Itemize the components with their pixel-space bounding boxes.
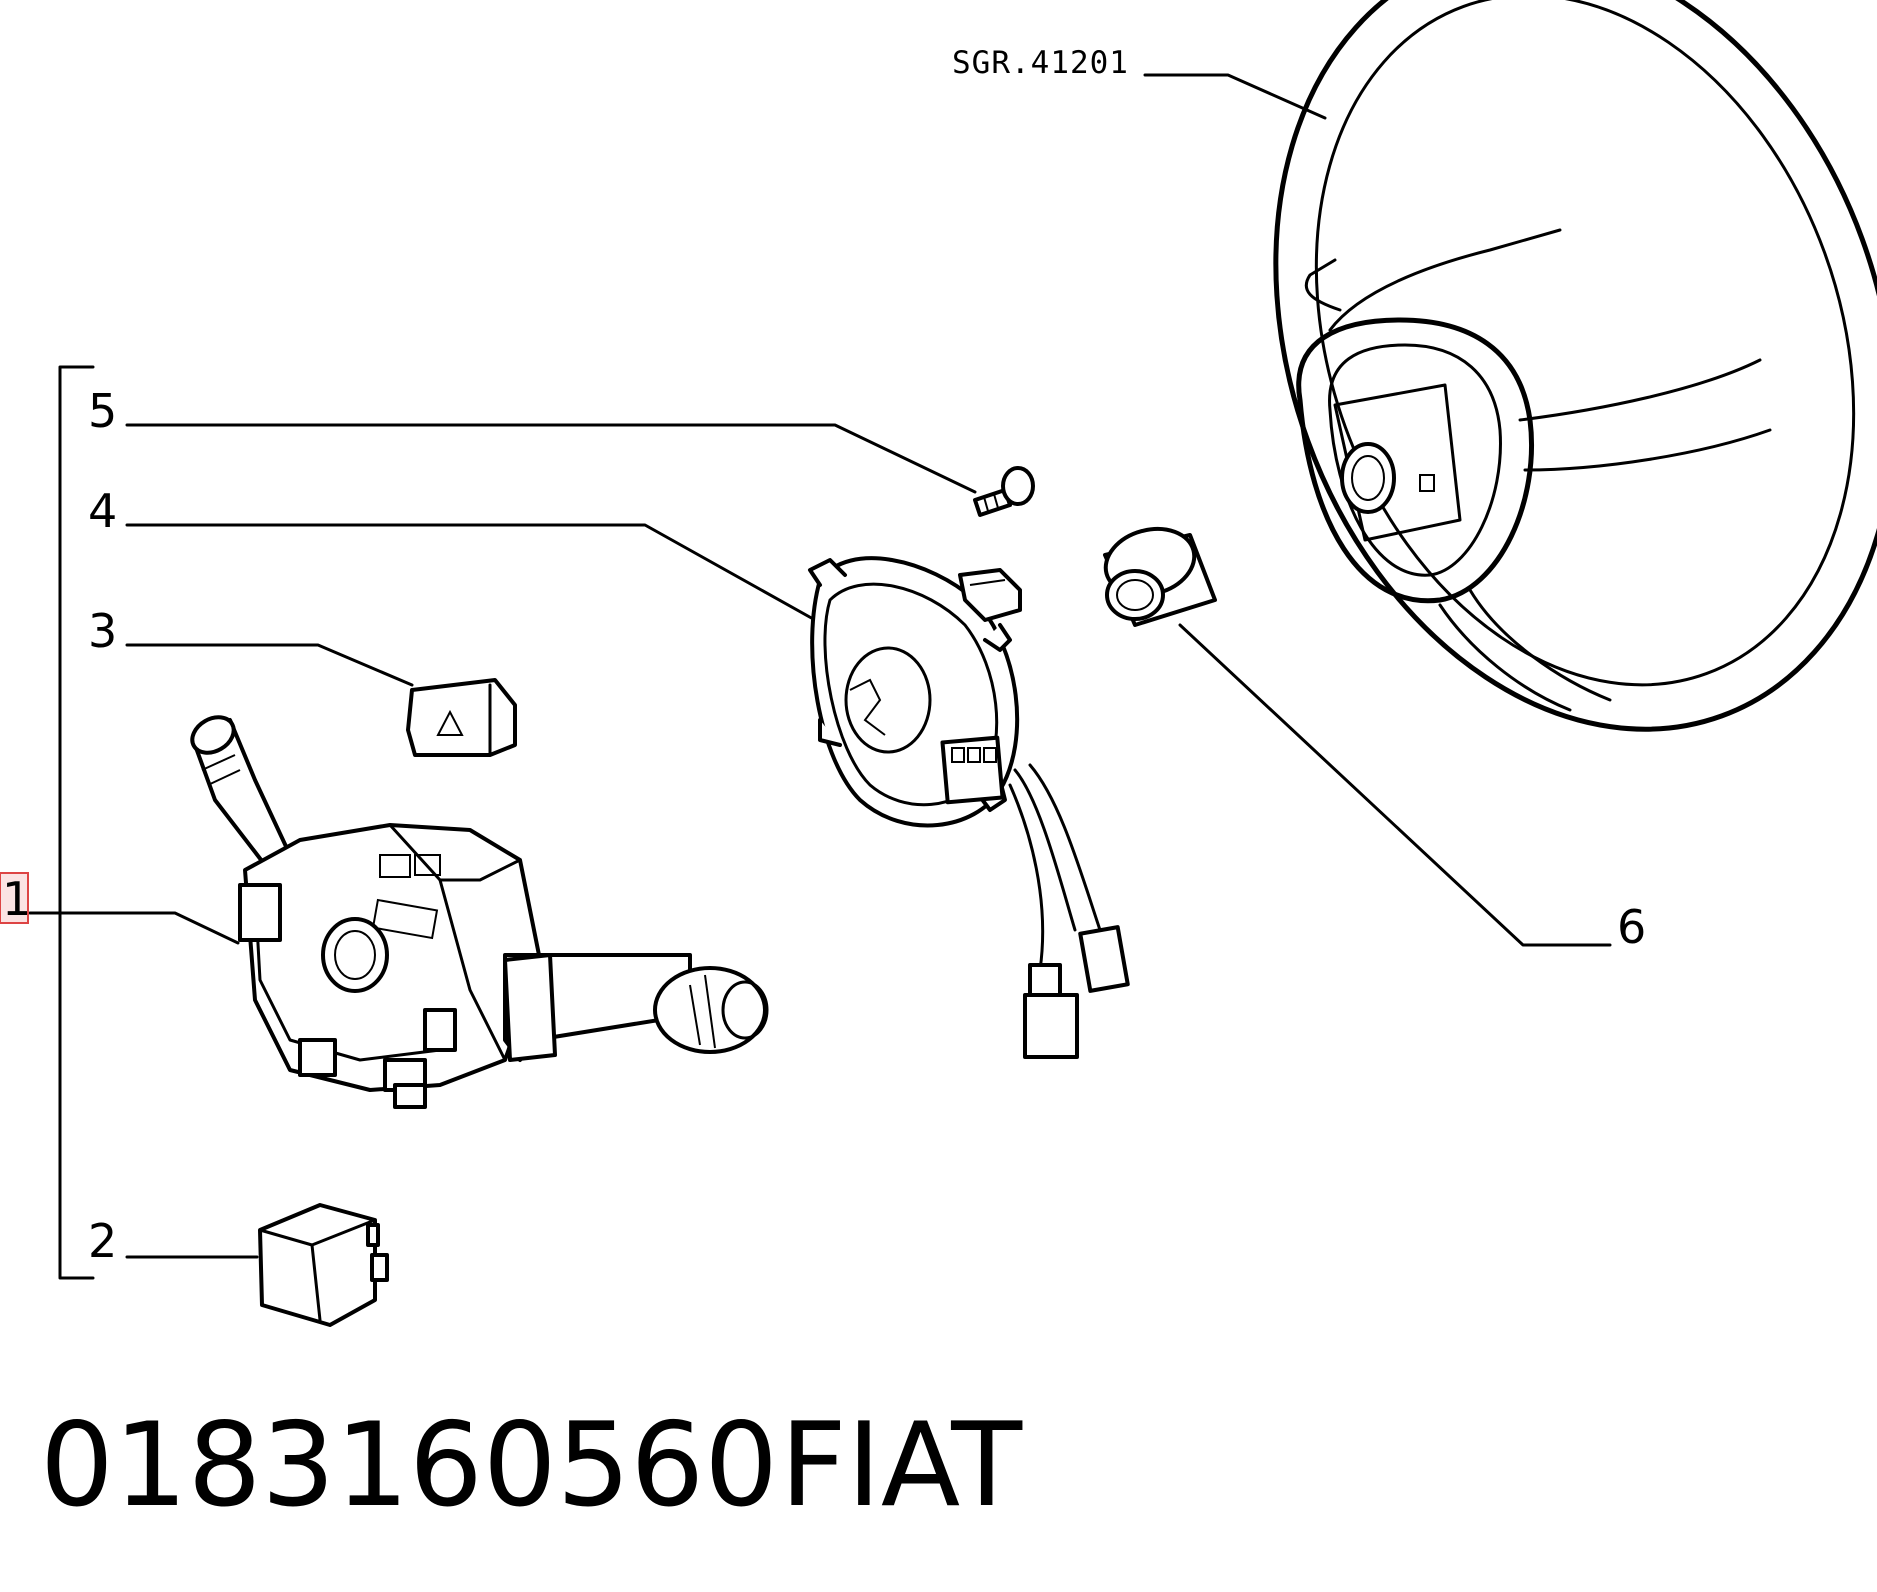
- part-number: 0183160560: [40, 1398, 778, 1533]
- leader-line-4: [125, 523, 817, 622]
- brand-name: FIAT: [780, 1398, 1023, 1533]
- leader-line-1-part: [58, 911, 240, 945]
- leader-line-sgr: [1143, 73, 1327, 120]
- assembly-bracket: [58, 365, 95, 1280]
- callout-3-label: 3: [88, 604, 117, 658]
- bushing-icon: [1103, 526, 1217, 627]
- reference-label: SGR.41201: [952, 45, 1129, 81]
- clock-spring-icon: [808, 556, 1130, 1059]
- leader-line-5: [125, 423, 977, 494]
- combination-switch-icon: [190, 715, 769, 1109]
- callout-5-label: 5: [88, 384, 117, 438]
- callout-1-highlight: [0, 872, 29, 924]
- leader-line-3: [125, 643, 414, 687]
- hazard-button-icon: [406, 678, 517, 757]
- relay-icon: [258, 1203, 389, 1327]
- callout-6-label: 6: [1617, 900, 1646, 954]
- callout-1-label: 1: [2, 872, 31, 926]
- callout-4-label: 4: [88, 484, 117, 538]
- screw-icon: [973, 466, 1035, 517]
- steering-wheel-icon: [1273, 0, 1877, 732]
- callout-2-label: 2: [88, 1214, 117, 1268]
- leader-line-6: [1178, 623, 1612, 947]
